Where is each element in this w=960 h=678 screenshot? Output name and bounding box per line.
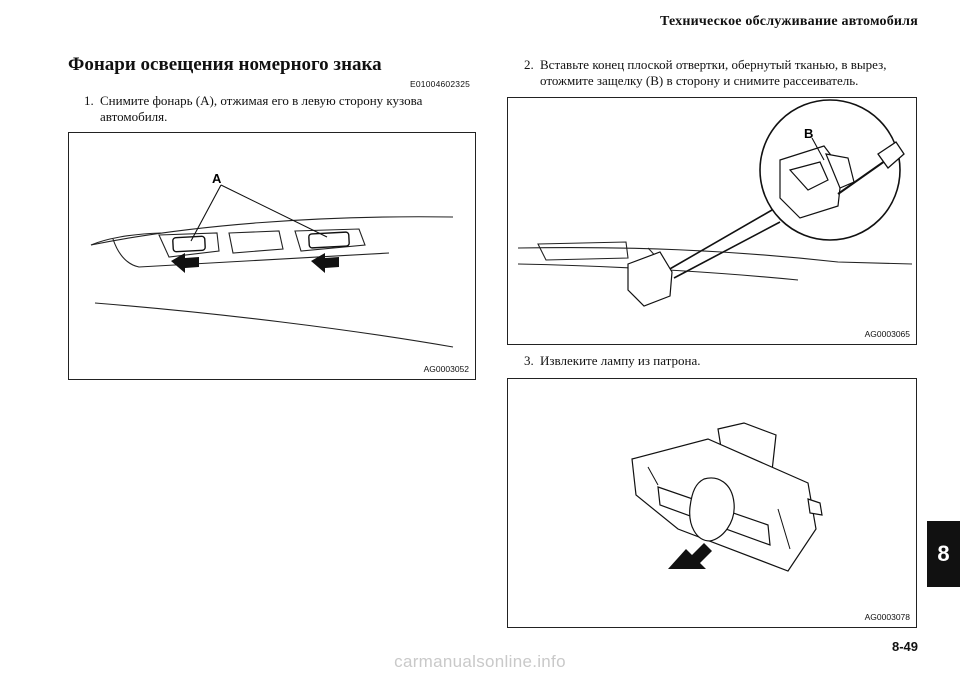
step-number: 2. [524,57,534,72]
figure-bulb-removal: AG0003078 [507,378,917,628]
step-3: 3. Извлеките лампу из патрона. [524,353,924,369]
step-number: 3. [524,353,534,368]
page-number: 8-49 [891,639,918,654]
arrow-left-icon [171,253,339,273]
callout-b-label: B [804,126,813,141]
arrow-down-left-icon [668,543,712,569]
illustration-bumper-lamps: A [90,171,454,348]
step-text-line2: автомобиля. [100,109,168,124]
section-title: Фонари освещения номерного знака [68,54,382,75]
step-text-line1: Извлеките лампу из патрона. [540,353,701,368]
step-2: 2. Вставьте конец плоской отвертки, оберн… [524,57,924,89]
illustration-bulb-socket [631,422,823,572]
step-text-line2: отожмите защелку (B) в сторону и снимите… [540,73,859,88]
step-text-line1: Снимите фонарь (A), отжимая его в левую … [100,93,423,108]
figure-code: AG0003065 [864,329,910,339]
watermark: carmanualsonline.info [394,652,566,671]
step-text-line1: Вставьте конец плоской отвертки, обернут… [540,57,887,72]
header-title: Техническое обслуживание автомобиля [660,14,918,29]
figure-code: AG0003078 [864,612,910,622]
figure-license-lamp-removal: A AG0003052 [68,132,476,380]
illustration-screwdriver-latch: B [517,99,913,307]
figure-code: AG0003052 [423,364,469,374]
step-number: 1. [84,93,94,108]
figure-lens-latch-release: B AG0003065 [507,97,917,345]
section-code: E01004602325 [410,79,471,89]
step-1: 1. Снимите фонарь (A), отжимая его в леву… [84,93,484,125]
callout-a-label: A [212,171,222,186]
chapter-tab: 8 [927,521,960,587]
